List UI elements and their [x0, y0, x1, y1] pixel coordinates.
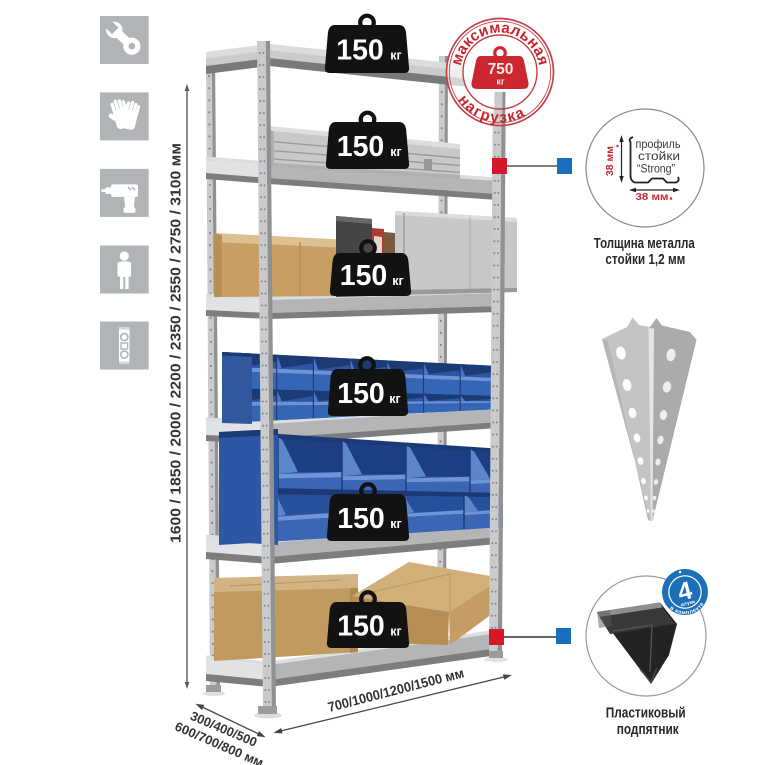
svg-text:4: 4 — [675, 576, 695, 607]
svg-text:38 мм: 38 мм — [604, 146, 616, 176]
svg-text:кг: кг — [389, 392, 400, 406]
svg-text:Толщина металла: Толщина металла — [594, 236, 696, 252]
svg-text:кг: кг — [392, 274, 403, 288]
svg-text:профиль: профиль — [636, 138, 681, 151]
svg-text:150: 150 — [337, 131, 385, 163]
svg-text:штуки: штуки — [680, 600, 695, 608]
svg-text:750: 750 — [488, 61, 514, 78]
svg-text:38 мм: 38 мм — [636, 192, 669, 203]
svg-text:150: 150 — [336, 35, 384, 67]
svg-text:150: 150 — [337, 611, 385, 643]
svg-text:стойки 1,2 мм: стойки 1,2 мм — [605, 252, 685, 268]
svg-text:1600 / 1850 / 2000 / 2200 / 23: 1600 / 1850 / 2000 / 2200 / 2350 / 2550 … — [169, 143, 185, 543]
svg-text:Пластиковый: Пластиковый — [606, 706, 686, 722]
svg-text:подпятник: подпятник — [617, 722, 680, 738]
svg-text:150: 150 — [340, 260, 388, 292]
svg-text:150: 150 — [337, 503, 385, 535]
svg-text:кг: кг — [390, 517, 401, 531]
svg-text:стойки: стойки — [638, 150, 680, 163]
svg-text:кг: кг — [496, 77, 505, 87]
svg-text:кг: кг — [390, 49, 401, 63]
svg-text:кг: кг — [390, 145, 401, 159]
svg-text:“Strong”: “Strong” — [637, 163, 675, 176]
svg-text:150: 150 — [337, 378, 385, 410]
svg-text:кг: кг — [390, 625, 401, 639]
